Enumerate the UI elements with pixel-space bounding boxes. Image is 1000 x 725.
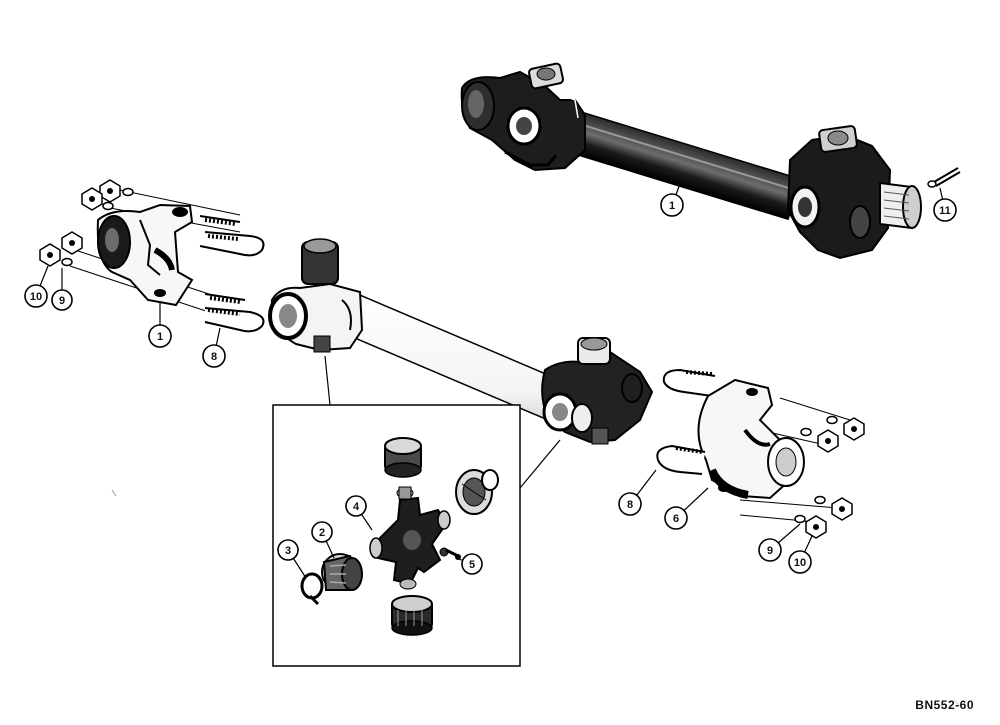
left-yoke-group	[39, 179, 265, 333]
callout-10: 10	[788, 535, 813, 574]
callout-number: 9	[59, 295, 65, 307]
callout-4: 4	[345, 495, 373, 531]
u-bolt-right-lower	[656, 444, 706, 475]
spider-cross	[369, 486, 451, 590]
callout-circle	[660, 193, 684, 217]
middle-shaft	[268, 238, 654, 445]
callout-circle	[277, 539, 299, 561]
callout-number: 6	[673, 513, 679, 525]
snap-ring	[300, 572, 324, 606]
u-bolt-lower	[204, 293, 265, 333]
callout-number: 9	[767, 545, 773, 557]
needle-bearing-bottom	[391, 595, 433, 636]
callout-circle	[788, 550, 812, 574]
callout-circle	[311, 521, 333, 543]
callout-2: 2	[311, 521, 335, 559]
callout-5: 5	[455, 553, 483, 575]
callout-1: 1	[660, 183, 684, 217]
bearing-cup-left	[321, 553, 363, 591]
callout-circle	[933, 198, 957, 222]
callout-number: 5	[469, 559, 475, 571]
cotter-pin	[927, 167, 961, 188]
callout-circle	[664, 506, 688, 530]
callout-number: 1	[157, 331, 163, 343]
assembled-shaft	[460, 62, 922, 260]
bearing-cap-top	[384, 437, 422, 478]
callout-number: 8	[211, 351, 217, 363]
callout-circle	[24, 284, 48, 308]
callout-circle	[148, 324, 172, 348]
callout-number: 2	[319, 527, 325, 539]
u-bolt-right-upper	[662, 368, 716, 397]
callout-circle	[758, 538, 782, 562]
callout-8: 8	[202, 327, 226, 368]
needle-bearing-right	[455, 469, 499, 515]
callout-circle	[51, 289, 73, 311]
callout-number: 4	[353, 501, 360, 513]
callout-1: 1	[148, 302, 172, 348]
callout-number: 1	[669, 200, 675, 212]
u-bolt-upper	[199, 215, 265, 257]
callout-9: 9	[758, 523, 801, 562]
callout-number: 11	[939, 205, 951, 217]
callout-11: 11	[933, 187, 957, 222]
callout-6: 6	[664, 487, 709, 530]
callout-3: 3	[277, 539, 307, 579]
callout-number: 10	[794, 557, 806, 569]
callout-circle	[618, 492, 642, 516]
leader-line	[324, 355, 331, 406]
inset-box	[272, 404, 521, 667]
figure-code: BN552-60	[915, 698, 974, 712]
callout-circle	[202, 344, 226, 368]
callout-8: 8	[618, 469, 657, 516]
leader-line	[519, 439, 561, 489]
callout-10: 10	[24, 265, 49, 308]
callout-number: 8	[627, 499, 633, 511]
callout-circle	[345, 495, 367, 517]
right-yoke-group	[656, 368, 865, 539]
callout-circle	[461, 553, 483, 575]
callout-9: 9	[51, 268, 73, 311]
callout-number: 10	[30, 291, 42, 303]
callout-number: 3	[285, 545, 291, 557]
